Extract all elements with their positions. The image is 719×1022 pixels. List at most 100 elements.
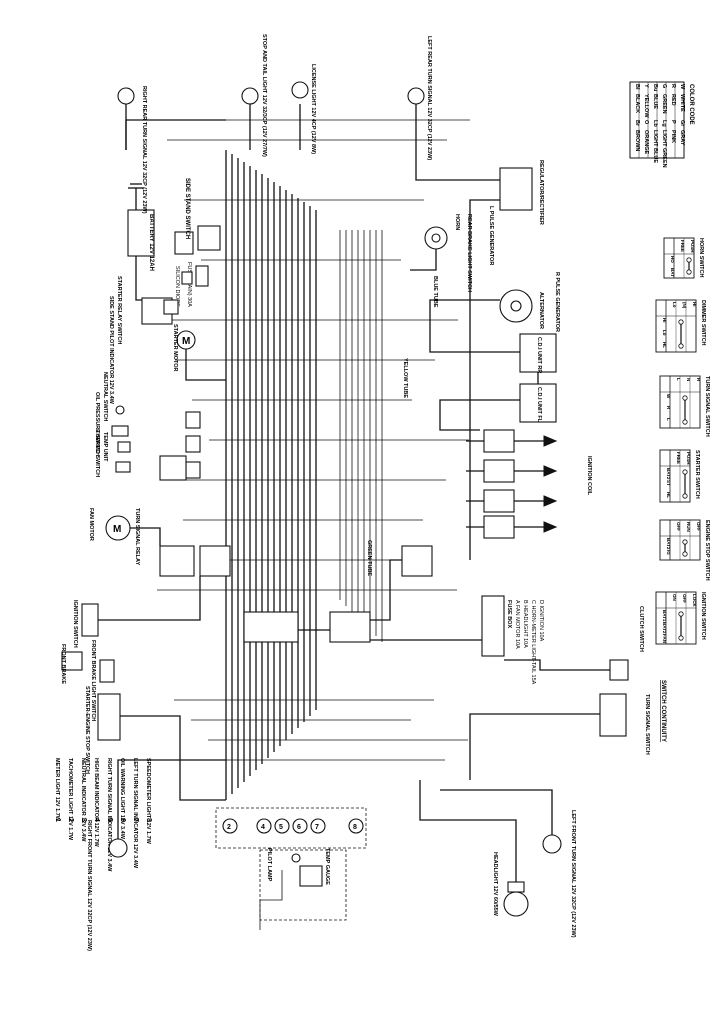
continuity-col: IG bbox=[666, 550, 671, 555]
ignition-coil bbox=[483, 429, 515, 453]
color-key-cell: W bbox=[679, 84, 685, 90]
continuity-row: FREE bbox=[676, 452, 681, 464]
green-tube-label: GREEN TUBE bbox=[366, 540, 372, 576]
meter-bulb bbox=[274, 818, 290, 834]
left-front-turn-label: LEFT FRONT TURN SIGNAL 12V 32CP (12V 23W… bbox=[570, 810, 576, 938]
side-stand-switch-label: SIDE STAND SWITCH bbox=[184, 178, 190, 239]
oil-pressure-label: OIL PRESSURE SWITCH bbox=[94, 392, 100, 456]
ignition-coil bbox=[483, 459, 515, 483]
alternator: ALTERNATOR R PULSE GENERATOR BLUE TUBE Y… bbox=[402, 272, 560, 398]
harness-wire bbox=[469, 199, 500, 560]
side-stand-switch: SIDE STAND SWITCH bbox=[174, 178, 221, 255]
cdi-units: C.D.I UNIT RR C.D.I UNIT FL bbox=[519, 333, 557, 423]
l-pulse-label: L PULSE GENERATOR bbox=[488, 206, 494, 265]
color-key-cell: Lb bbox=[652, 120, 658, 127]
continuity-row: LOCK bbox=[692, 594, 697, 607]
continuity-row: PUSH bbox=[690, 240, 695, 253]
turn-relay-label: TURN SIGNAL RELAY bbox=[134, 508, 140, 565]
continuity-col: BAT bbox=[670, 268, 675, 277]
meter-bulb bbox=[310, 818, 326, 834]
meter-bulb-number: 6 bbox=[297, 824, 301, 831]
front-brake-switch-label: FRONT BRAKE LIGHT SWITCH bbox=[90, 640, 96, 721]
starter-motor-label: STARTER MOTOR bbox=[172, 324, 178, 371]
color-key-text: Gr bbox=[679, 120, 685, 127]
continuity-title: ENGINE STOP SWITCH bbox=[704, 520, 710, 581]
continuity-title: TURN SIGNAL SWITCH bbox=[704, 376, 710, 437]
color-key-text: YELLOW bbox=[643, 94, 649, 118]
color-key-cell: Gr bbox=[679, 120, 685, 127]
color-key-text: W bbox=[679, 84, 685, 90]
meter-legend-text: RIGHT TURN SIGNAL INDICATOR 12V 3.4W bbox=[106, 758, 112, 872]
meter-legend-number: 7 bbox=[132, 818, 139, 822]
continuity-row: OFF bbox=[696, 522, 701, 531]
harness-wire bbox=[130, 527, 161, 546]
continuity-title: DIMMER SWITCH bbox=[700, 300, 706, 346]
continuity-col: BAT1 bbox=[662, 610, 667, 622]
color-key-cell: G bbox=[661, 84, 667, 88]
meter-legend-text: HIGH BEAM INDICATOR 12V 1.7W bbox=[93, 758, 99, 848]
temp-gauge-body bbox=[299, 865, 323, 887]
starter-motor: M STARTER MOTOR bbox=[172, 324, 196, 371]
color-key-cell: LIGHT BLUE bbox=[652, 130, 658, 163]
ignition-switch-label: IGNITION SWITCH bbox=[72, 600, 78, 648]
fuse-a-label: A FAN MOTOR 10A bbox=[514, 600, 520, 649]
fuse-box: FUSE BOX A FAN MOTOR 10A B HEADLIGHT 10A… bbox=[366, 540, 544, 685]
harness-wire bbox=[120, 715, 226, 801]
front-lights: HEADLIGHT 12V 60/55W LEFT FRONT TURN SIG… bbox=[86, 810, 576, 951]
continuity-col: BAT2 bbox=[662, 622, 667, 634]
meter-legend-number: 3 bbox=[80, 818, 87, 822]
harness-wire bbox=[125, 119, 226, 150]
harness-wire bbox=[370, 559, 402, 621]
color-key-cell: BI bbox=[634, 84, 640, 90]
continuity-row: OFF bbox=[676, 522, 681, 531]
harness-wire bbox=[504, 659, 610, 671]
yellow-tube-label: YELLOW TUBE bbox=[402, 358, 408, 398]
meter-legend-number: 4 bbox=[93, 818, 100, 822]
color-key-text: BLUE bbox=[652, 94, 658, 109]
temp-unit-label: TEMP UNIT bbox=[102, 432, 108, 462]
continuity-row: RUN bbox=[686, 522, 691, 532]
color-key-cell: ORANGE bbox=[643, 130, 649, 154]
clutch-switch-label: CLUTCH SWITCH bbox=[638, 606, 644, 652]
cdi-fl-label: C.D.I UNIT FL bbox=[536, 387, 542, 423]
battery-label: BATTERY 12V 12AH bbox=[148, 214, 154, 271]
cdi-rr-label: C.D.I UNIT RR bbox=[536, 337, 542, 373]
continuity-title: HORN SWITCH bbox=[698, 238, 704, 277]
harness-wire bbox=[98, 576, 201, 621]
pilot-lamp-bulb bbox=[291, 853, 301, 863]
color-key-text: ORANGE bbox=[643, 130, 649, 154]
front-brake-label: FRONT BRAKE bbox=[60, 644, 66, 684]
continuity-row: N bbox=[686, 378, 691, 381]
neutral-switch-label: NEUTRAL SWITCH bbox=[102, 372, 108, 421]
continuity-col: R bbox=[666, 406, 671, 410]
left-rear-turn-label: LEFT REAR TURN SIGNAL 12V 32CP (12V 23W) bbox=[426, 36, 432, 160]
continuity-row: HI bbox=[692, 302, 697, 307]
color-key-cell: GRAY bbox=[679, 130, 685, 146]
rear-brake-label: REAR BRAKE LIGHT SWITCH bbox=[466, 214, 472, 292]
color-key-text: Lg bbox=[661, 120, 667, 127]
fuse-main-label: FUSE (MAIN) 30A bbox=[186, 262, 192, 307]
right-front-turn-label: RIGHT FRONT TURN SIGNAL 12V 32CP (12V 23… bbox=[86, 820, 92, 951]
ignition-coil bbox=[483, 489, 515, 513]
harness-wire bbox=[469, 713, 600, 780]
meter-legend-number: 1 bbox=[54, 818, 61, 822]
color-key-text: GRAY bbox=[679, 130, 685, 146]
color-key-text: Lb bbox=[652, 120, 658, 127]
horn: HORN REAR BRAKE LIGHT SWITCH L PULSE GEN… bbox=[424, 206, 494, 292]
meter-legend-text: TACHOMETER LIGHT 12V 1.7W bbox=[67, 758, 73, 841]
meter-bulb-number: 4 bbox=[261, 824, 265, 831]
continuity-col: Lo bbox=[662, 330, 667, 336]
continuity-row: FREE bbox=[680, 240, 685, 252]
color-key-cell: BROWN bbox=[634, 130, 640, 151]
continuity-col: HL bbox=[662, 342, 667, 348]
battery: BATTERY 12V 12AH bbox=[127, 183, 155, 271]
color-key-text: Bu bbox=[652, 84, 658, 91]
color-key-text: G bbox=[661, 84, 667, 88]
pilot-lamp-label: PILOT LAMP bbox=[266, 848, 272, 882]
meter-bulb-number: 2 bbox=[227, 824, 231, 831]
color-key-cell: Bu bbox=[652, 84, 658, 91]
